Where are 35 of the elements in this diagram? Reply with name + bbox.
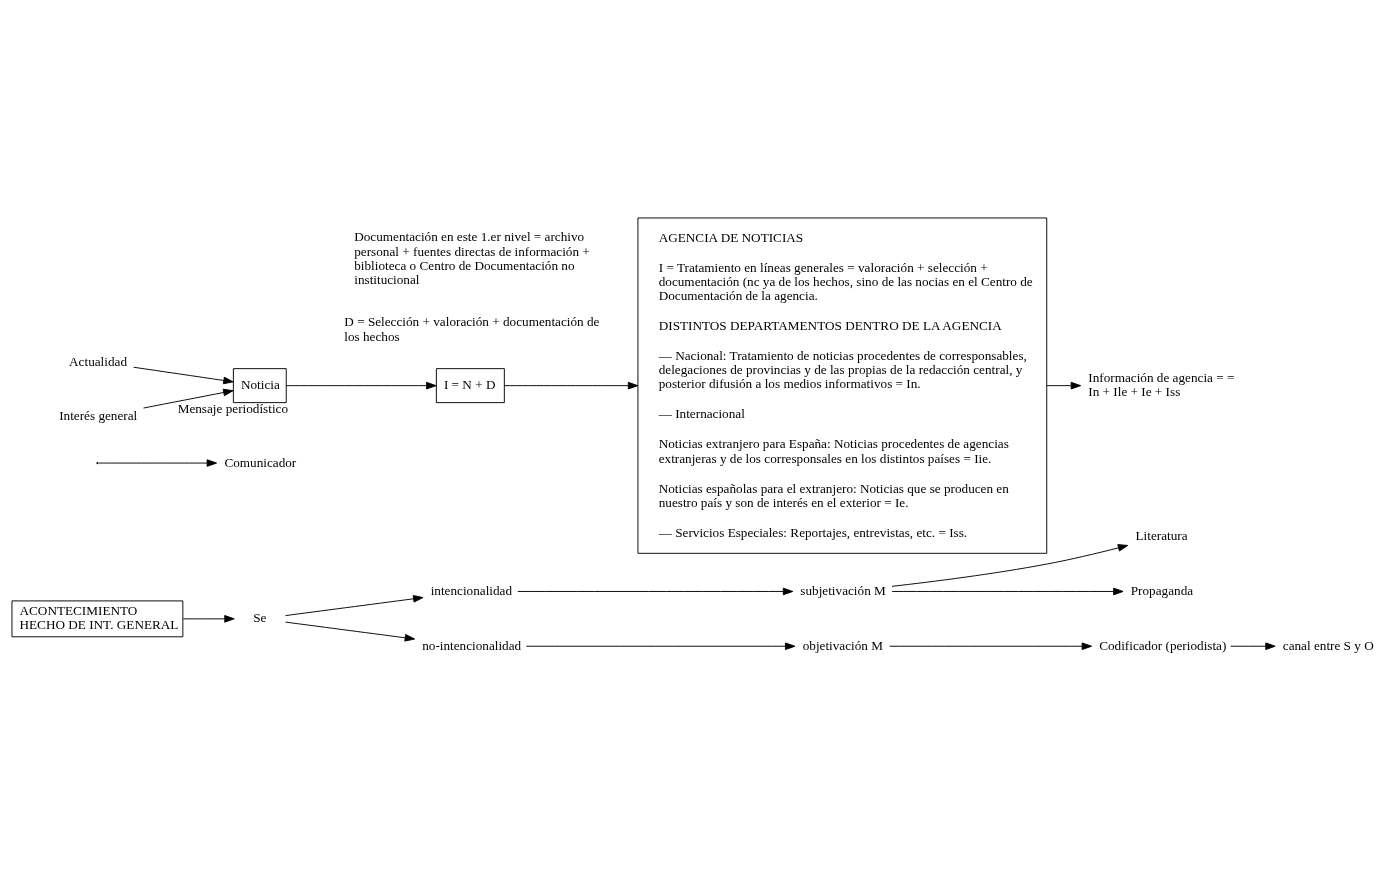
node-box: Noticia <box>232 368 287 404</box>
node-box: AGENCIA DE NOTICIAS I = Tratamiento en líneas generales = valoración + selección + documentación (nc ya de los hechos, sino de las nocias en el Centro de Documentación de la agencia. DISTINTOS DEPARTAMENTOS DENTRO DE LA AGENCIA — Nacional: Tratamiento de noticias procedentes de corresponsables, delegaciones de provincias y de las propias de la redacción central, y posterior difusión a los medios informativos = In. — Internacional Noticias extranjero para España: Noticias procedentes de agencias extranjeras y de los corresponsales en los distintos países = Iie. Noticias españolas para el extranjero: Noticias que se producen en nuestro país y son de interés en el exterior = Ie. — Servicios Especiales: Reportajes, entrevistas, etc. = Iss. <box>637 217 1048 554</box>
node-text: subjetivación M <box>800 582 886 598</box>
arrow <box>891 587 1124 596</box>
arrow <box>517 587 794 596</box>
node-text: Información de agencia = = In + Ile + Ie + Iss <box>1088 370 1235 400</box>
arrow <box>285 621 416 642</box>
arrow <box>504 381 639 390</box>
arrow <box>889 642 1093 650</box>
node-text: Interés general <box>59 408 138 424</box>
arrow <box>285 595 424 617</box>
arrow <box>891 544 1129 587</box>
node-text: Propaganda <box>1130 582 1194 598</box>
node-text: Comunicador <box>224 454 297 470</box>
arrow <box>98 459 218 467</box>
node-text: Actualidad <box>69 353 128 369</box>
arrow <box>143 388 234 409</box>
arrow <box>1046 381 1082 390</box>
label: D = Selección + valoración + documentación de los hechos <box>344 314 600 344</box>
label: Documentación en este 1.er nivel = archivo personal + fuentes directas de información + biblioteca o Centro de Documentación no institucional <box>354 229 590 287</box>
node-text: Se <box>253 610 267 626</box>
node-box: I = N + D <box>435 368 505 404</box>
node-text: Literatura <box>1135 528 1188 544</box>
node-text: Codificador (periodista) <box>1099 637 1227 653</box>
arrow <box>1230 642 1276 650</box>
node-text: canal entre S y O <box>1282 637 1374 653</box>
arrow <box>182 615 235 623</box>
arrow <box>285 381 437 390</box>
node-text: objetivación M <box>802 637 883 653</box>
node-box: ACONTECIMIENTO HECHO DE INT. GENERAL <box>11 600 184 638</box>
node-text: intencionalidad <box>430 582 513 598</box>
node-label: Mensaje periodístico <box>177 401 289 417</box>
arrow <box>133 366 234 385</box>
node-text: no-intencionalidad <box>422 637 522 653</box>
arrow <box>525 642 796 650</box>
